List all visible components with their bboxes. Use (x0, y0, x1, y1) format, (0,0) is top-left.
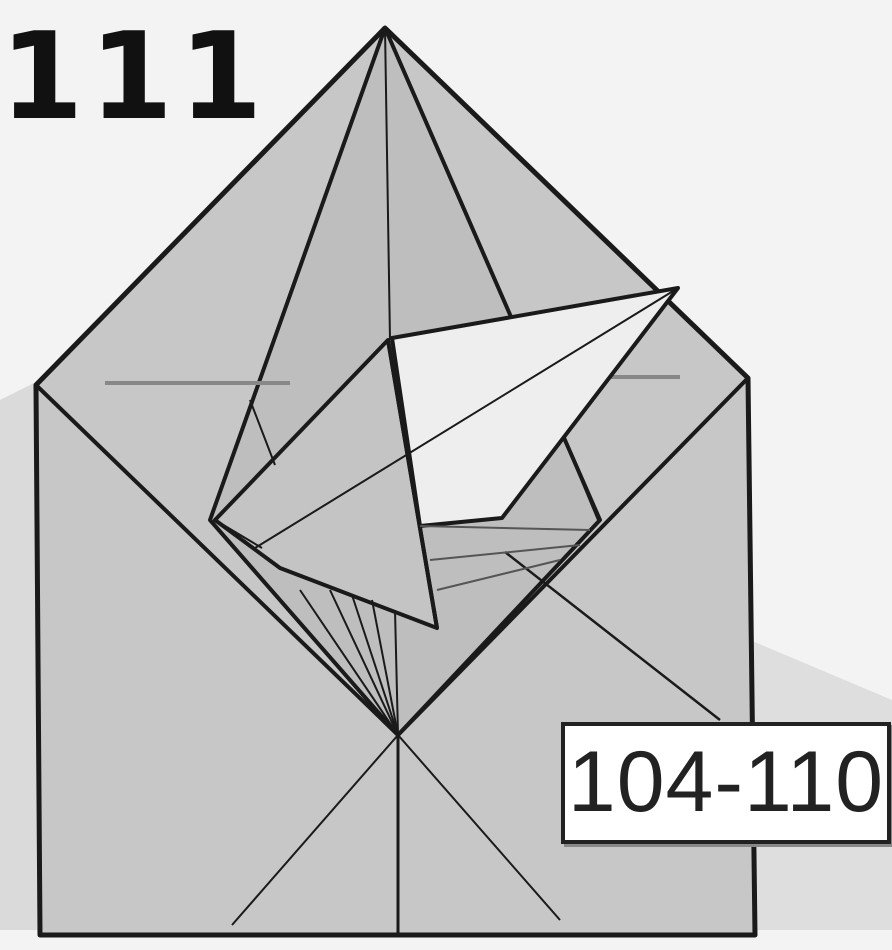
step-reference-label: 104-110 (561, 722, 891, 844)
model-shadow (0, 380, 40, 930)
